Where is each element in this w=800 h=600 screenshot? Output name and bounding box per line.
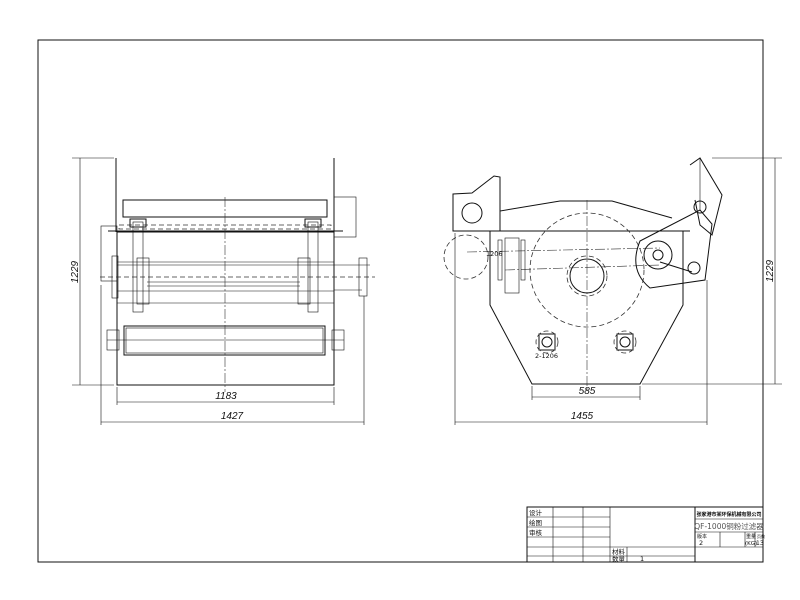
side-height-dim: 1229 — [765, 259, 776, 282]
version-label: 版本 — [697, 533, 707, 540]
pages-label: 页数 — [757, 533, 765, 539]
checked-label: 审核 — [529, 528, 543, 537]
side-bottom-width-dim: 585 — [579, 386, 596, 397]
side-overall-width-dim: 1455 — [571, 411, 594, 422]
quantity-label: 数量 — [612, 554, 626, 563]
front-inner-width-dim: 1183 — [215, 391, 237, 402]
roller — [123, 325, 326, 356]
version-value: 2 — [699, 539, 703, 547]
company-name: 张家港市某环保机械有限公司 — [696, 511, 761, 518]
drawing-frame — [37, 39, 764, 563]
bearing-label-2: 2-1206 — [535, 352, 558, 360]
pages-value: 13 — [756, 540, 764, 547]
side-view: 1206 2-1206 1229 585 1455 — [443, 157, 782, 425]
front-overall-width-dim: 1427 — [221, 411, 244, 422]
weight-label: 重量 — [746, 533, 756, 540]
material-label: 材料 — [612, 547, 626, 556]
drawn-label: 绘图 — [529, 518, 542, 527]
designed-label: 设计 — [529, 508, 543, 517]
quantity-value: 1 — [640, 555, 644, 563]
title-block: 设计 绘图 审核 材料 数量 1 张家港市某环保机械有限公司 QF-1000铜粉… — [526, 506, 765, 563]
weight-unit: (KG) — [745, 541, 757, 547]
front-view: 1229 1183 1427 — [70, 157, 375, 425]
product-name: QF-1000铜粉过滤器 — [694, 521, 764, 531]
bearing-label: 1206 — [486, 250, 503, 258]
front-height-dim: 1229 — [70, 260, 81, 283]
hopper-body — [489, 231, 684, 385]
front-body — [116, 231, 335, 386]
